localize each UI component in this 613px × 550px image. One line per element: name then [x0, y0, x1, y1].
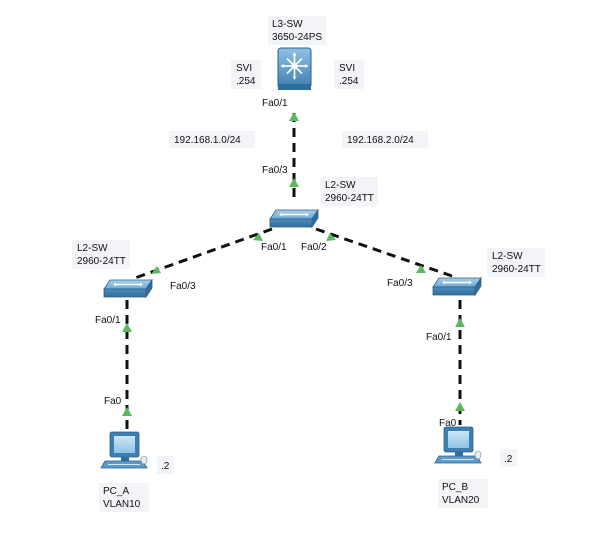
port-label: Fa0/3: [170, 281, 196, 292]
port-up-marker: [455, 402, 465, 411]
host-address: .2: [161, 461, 170, 472]
device-model: 2960-24TT: [325, 193, 374, 204]
device-label-box: [99, 483, 149, 512]
links: [125, 113, 462, 430]
svi-address: .254: [339, 76, 359, 87]
host-address: .2: [504, 454, 513, 465]
switch-icon: [432, 276, 482, 297]
right-l2-switch-device[interactable]: L2-SW 2960-24TT: [432, 248, 545, 297]
port-markers: [122, 112, 465, 416]
port-label: Fa0/1: [261, 242, 287, 253]
network-address: 192.168.2.0/24: [347, 135, 414, 146]
port-label: Fa0/1: [95, 315, 121, 326]
svi-label-left: SVI .254: [231, 60, 261, 89]
device-label-box: [438, 479, 488, 508]
switch-icon: [103, 278, 153, 299]
network-label-right: 192.168.2.0/24: [342, 131, 428, 148]
switch-icon: [269, 208, 319, 229]
device-model: 2960-24TT: [77, 256, 126, 267]
port-up-marker: [122, 407, 132, 416]
port-up-marker: [122, 323, 132, 332]
device-label-box: [487, 248, 545, 277]
port-label: Fa0/1: [426, 332, 452, 343]
host-label-box: [500, 449, 517, 467]
left-l2-switch-device[interactable]: L2-SW 2960-24TT: [72, 240, 153, 299]
port-up-marker: [253, 233, 263, 241]
device-name: L2-SW: [325, 180, 356, 191]
device-name: L3-SW: [272, 19, 303, 30]
device-label-box: [72, 240, 130, 269]
port-labels: Fa0/1 Fa0/3 Fa0/1 Fa0/2 Fa0/3 Fa0/1 Fa0 …: [95, 98, 457, 429]
port-label: Fa0/1: [262, 98, 288, 109]
device-name: PC_A: [103, 486, 129, 497]
device-vlan: VLAN20: [442, 495, 480, 506]
port-up-marker: [289, 178, 299, 187]
link-core-right[interactable]: [315, 227, 453, 278]
device-name: PC_B: [442, 482, 468, 493]
svi-label-right: SVI .254: [334, 60, 364, 89]
port-label: Fa0/3: [262, 165, 288, 176]
pc-b-device[interactable]: .2 PC_B VLAN20: [434, 426, 517, 508]
port-label: Fa0: [104, 396, 122, 407]
port-label: Fa0: [439, 418, 457, 429]
pc-icon: [100, 431, 148, 469]
core-l2-switch-device[interactable]: L2-SW 2960-24TT: [269, 177, 378, 229]
port-label: Fa0/2: [301, 242, 327, 253]
svi-address: .254: [236, 76, 256, 87]
device-model: 3650-24PS: [272, 32, 322, 43]
port-up-marker: [416, 265, 426, 273]
pc-a-device[interactable]: .2 PC_A VLAN10: [99, 431, 174, 512]
port-up-marker: [151, 266, 161, 274]
port-label: Fa0/3: [387, 278, 413, 289]
network-address: 192.168.1.0/24: [174, 135, 241, 146]
device-model: 2960-24TT: [492, 264, 541, 275]
port-up-marker: [326, 233, 336, 241]
network-label-left: 192.168.1.0/24: [169, 131, 255, 148]
l3-switch-device[interactable]: L3-SW 3650-24PS: [268, 16, 326, 90]
device-name: L2-SW: [492, 251, 523, 262]
port-up-marker: [289, 112, 299, 121]
pc-icon: [434, 426, 482, 464]
device-vlan: VLAN10: [103, 499, 141, 510]
host-label-box: [157, 456, 174, 474]
device-name: L2-SW: [77, 243, 108, 254]
svi-name: SVI: [236, 63, 252, 74]
multilayer-switch-icon: [277, 47, 312, 90]
device-label-box: [320, 177, 378, 206]
port-up-marker: [455, 318, 465, 327]
device-label-box: [268, 16, 326, 45]
svi-name: SVI: [339, 63, 355, 74]
